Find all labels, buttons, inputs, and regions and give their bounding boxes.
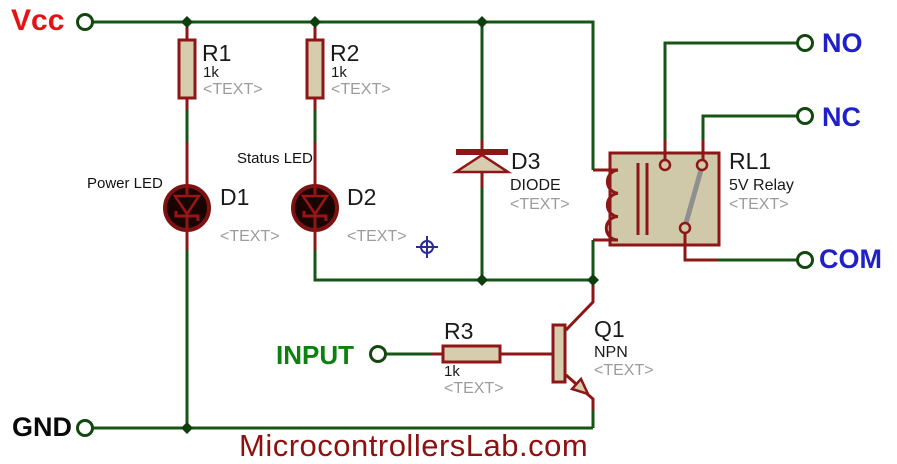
com-label: COM — [819, 244, 882, 274]
watermark-text: MicrocontrollersLab.com — [239, 428, 589, 463]
relay-core-bars — [636, 163, 649, 235]
led-d1-cathode-bar — [174, 211, 200, 221]
nc-label: NC — [822, 102, 861, 132]
origin-marker-icon — [416, 236, 438, 258]
rl1-value: 5V Relay — [729, 177, 794, 194]
d1-caption: Power LED — [87, 175, 163, 192]
led-d1 — [163, 142, 211, 250]
terminal-pads — [76, 13, 814, 437]
relay-contact-nc — [695, 158, 709, 172]
gnd-label: GND — [12, 412, 72, 442]
d2-ref: D2 — [347, 184, 377, 210]
terminal-pad-vcc — [76, 13, 94, 31]
terminal-pad-input — [369, 345, 387, 363]
terminal-pad-no — [796, 34, 814, 52]
relay-coil — [604, 168, 619, 242]
relay-contact-no — [658, 158, 672, 172]
input-label: INPUT — [276, 340, 354, 370]
wire-vcc-rail — [85, 20, 595, 170]
d2-caption: Status LED — [237, 150, 313, 167]
resistor-r3-body — [441, 344, 502, 364]
q1-value: NPN — [594, 344, 628, 361]
r3-ref: R3 — [444, 318, 474, 344]
transistor-q1-emitter-arrow — [569, 376, 591, 397]
d1-ref: D1 — [220, 184, 250, 210]
junction-dot — [309, 16, 321, 28]
resistor-r2-body — [305, 38, 325, 100]
d1-placeholder: <TEXT> — [220, 228, 280, 245]
r3-placeholder: <TEXT> — [444, 380, 504, 397]
terminal-pad-gnd — [76, 419, 94, 437]
resistor-r3 — [432, 344, 553, 364]
q1-placeholder: <TEXT> — [594, 362, 654, 379]
junction-dot — [476, 274, 488, 286]
d3-ref: D3 — [511, 148, 541, 174]
d3-placeholder: <TEXT> — [510, 196, 570, 213]
relay-rl1 — [593, 140, 721, 262]
no-label: NO — [822, 28, 863, 58]
rl1-placeholder: <TEXT> — [729, 196, 789, 213]
led-d2 — [291, 142, 339, 250]
wire-nc — [701, 114, 797, 140]
terminal-pad-nc — [796, 107, 814, 125]
junction-dot — [181, 422, 193, 434]
wire-no — [663, 41, 797, 140]
junction-dot — [587, 274, 599, 286]
r2-placeholder: <TEXT> — [331, 81, 391, 98]
relay-switch-arm — [683, 167, 704, 226]
q1-ref: Q1 — [594, 316, 625, 342]
junction-dot — [476, 16, 488, 28]
r1-ref: R1 — [202, 40, 232, 66]
relay-contact-com — [678, 221, 692, 235]
led-d2-cathode-bar — [302, 211, 328, 221]
r2-value: 1k — [331, 64, 347, 81]
diode-d3 — [451, 140, 513, 188]
d3-value: DIODE — [510, 177, 561, 194]
terminal-pad-com — [796, 251, 814, 269]
relay-com-pin — [683, 233, 718, 262]
junction-dots — [181, 16, 599, 434]
diode-d3-cathode-bar — [456, 149, 508, 155]
r1-value: 1k — [203, 64, 219, 81]
wires — [85, 20, 797, 430]
resistor-r1 — [177, 24, 197, 110]
r1-placeholder: <TEXT> — [203, 81, 263, 98]
led-d2-anode-triangle — [300, 194, 330, 217]
transistor-q1-base-bar — [551, 323, 567, 384]
transistor-q1 — [551, 284, 595, 410]
transistor-q1-emitter — [565, 373, 595, 410]
led-d1-anode-triangle — [172, 194, 202, 217]
r3-value: 1k — [444, 363, 460, 380]
diode-d3-triangle — [451, 153, 513, 174]
rl1-ref: RL1 — [729, 148, 772, 174]
resistor-r1-body — [177, 38, 197, 100]
junction-dot — [181, 16, 193, 28]
wire-mid-rail — [313, 250, 593, 282]
relay-contact-pins-top — [663, 140, 705, 160]
transistor-q1-collector — [564, 284, 595, 332]
d2-placeholder: <TEXT> — [347, 228, 407, 245]
vcc-label: Vcc — [11, 4, 65, 37]
r2-ref: R2 — [330, 40, 360, 66]
resistor-r2 — [305, 24, 325, 110]
